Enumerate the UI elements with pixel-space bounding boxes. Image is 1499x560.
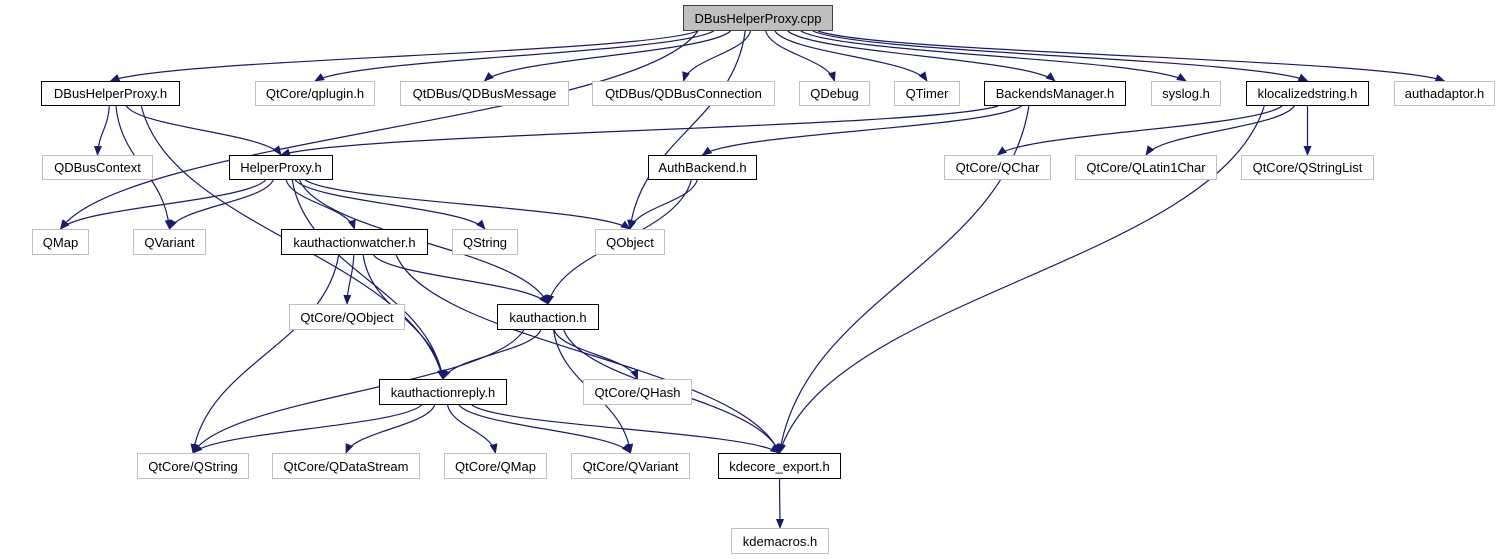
node-dbhp[interactable]: DBusHelperProxy.h xyxy=(41,81,180,106)
node-qchar: QtCore/QChar xyxy=(944,155,1051,180)
edge-cpp-to-backends xyxy=(787,30,1056,82)
node-watcher[interactable]: kauthactionwatcher.h xyxy=(281,229,428,255)
edge-reply-to-qcqvariant xyxy=(458,404,632,454)
node-qdbusconn: QtDBus/QDBusConnection xyxy=(592,81,775,106)
node-qstring: QString xyxy=(452,229,518,255)
edge-cpp-to-syslog xyxy=(800,30,1187,82)
edge-helper-to-qvariant xyxy=(168,179,274,230)
edge-authbackend-to-qobject xyxy=(628,179,698,230)
edge-cpp-to-qdbusmsg xyxy=(483,30,732,82)
edge-cpp-to-qdebug xyxy=(765,30,836,82)
edge-watcher-to-kauthaction xyxy=(372,254,549,305)
node-qvariant: QVariant xyxy=(133,229,206,255)
edge-kauthaction-to-qcqstring xyxy=(192,329,525,454)
edge-helper-to-qobject xyxy=(304,179,631,230)
edge-watcher-to-kdecore xyxy=(395,254,781,454)
edge-backends-to-authbackend xyxy=(701,105,1022,156)
edge-helper-to-watcher xyxy=(285,179,356,230)
edge-helper-to-reply xyxy=(291,179,446,380)
node-qcqmap: QtCore/QMap xyxy=(444,453,547,479)
node-qcqvariant: QtCore/QVariant xyxy=(571,453,690,479)
node-qobject: QObject xyxy=(595,229,665,255)
node-qdbusctx: QDBusContext xyxy=(42,155,153,180)
edge-helper-to-qmap xyxy=(59,179,267,230)
edge-kauthaction-to-reply xyxy=(442,329,542,380)
node-qtimer: QTimer xyxy=(894,81,960,106)
edge-cpp-to-kloc xyxy=(812,30,1309,82)
edge-dbhp-to-helper xyxy=(125,105,282,156)
edge-cpp-to-qdbusconn xyxy=(682,30,752,82)
edge-reply-to-kdecore xyxy=(471,404,781,454)
edge-reply-to-qcqmap xyxy=(446,404,498,454)
node-qstrlist: QtCore/QStringList xyxy=(1241,155,1374,180)
node-qplugin: QtCore/qplugin.h xyxy=(255,81,375,106)
node-syslog: syslog.h xyxy=(1151,81,1221,106)
node-qdebug: QDebug xyxy=(799,81,870,106)
node-reply[interactable]: kauthactionreply.h xyxy=(379,379,507,405)
edge-kloc-to-qlatin1 xyxy=(1145,105,1295,156)
node-qcqobject: QtCore/QObject xyxy=(289,304,405,330)
edge-cpp-to-dbhp xyxy=(109,30,699,82)
edge-watcher-to-qcqobject xyxy=(343,254,355,305)
node-qdbusmsg: QtDBus/QDBusMessage xyxy=(400,81,569,106)
edge-cpp-to-qobject xyxy=(627,30,746,230)
node-qmap: QMap xyxy=(32,229,89,255)
node-kdemacros: kdemacros.h xyxy=(731,528,829,554)
node-cpp: DBusHelperProxy.cpp xyxy=(683,5,833,31)
edge-helper-to-qstring xyxy=(294,179,486,230)
node-qlatin1: QtCore/QLatin1Char xyxy=(1075,155,1217,180)
edge-cpp-to-authadaptor xyxy=(817,30,1446,82)
node-qcqstring: QtCore/QString xyxy=(137,453,249,479)
node-authadaptor: authadaptor.h xyxy=(1394,81,1495,106)
node-qhash: QtCore/QHash xyxy=(583,379,692,405)
node-kloc[interactable]: klocalizedstring.h xyxy=(1246,81,1369,106)
edge-cpp-to-qtimer xyxy=(774,30,928,82)
edge-dbhp-to-qdbusctx xyxy=(93,105,110,156)
node-authbackend[interactable]: AuthBackend.h xyxy=(648,155,757,180)
edge-kloc-to-kdecore xyxy=(778,105,1265,454)
node-kauthaction[interactable]: kauthaction.h xyxy=(497,304,599,330)
edge-kauthaction-to-qhash xyxy=(553,329,639,380)
edge-kloc-to-qchar xyxy=(996,105,1283,156)
node-backends[interactable]: BackendsManager.h xyxy=(984,81,1126,106)
edge-backends-to-helper xyxy=(280,105,999,157)
edge-cpp-to-qmap xyxy=(59,30,699,230)
edge-reply-to-qcqstring xyxy=(192,404,423,454)
edge-cpp-to-qplugin xyxy=(314,30,714,82)
edge-reply-to-qdatastream xyxy=(345,404,436,454)
node-helper[interactable]: HelperProxy.h xyxy=(229,155,333,180)
edge-watcher-to-qcqstring xyxy=(190,254,340,454)
node-kdecore[interactable]: kdecore_export.h xyxy=(718,453,841,479)
node-qdatastream: QtCore/QDataStream xyxy=(272,453,420,479)
